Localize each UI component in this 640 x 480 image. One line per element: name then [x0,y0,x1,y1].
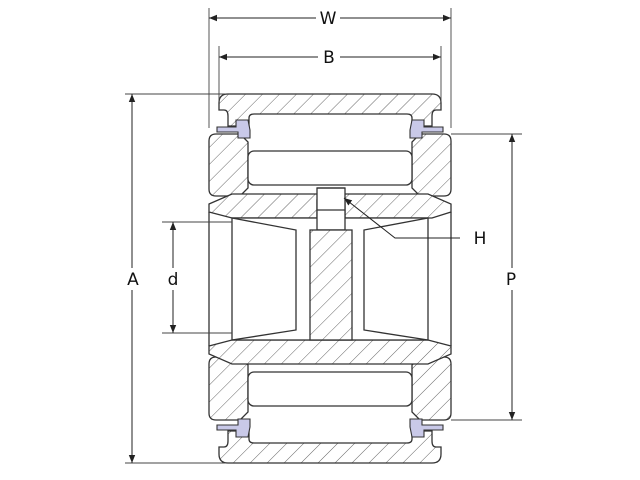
roller-top [247,150,413,186]
seal-bottom-left [216,418,251,438]
inner-ring-bottom [208,339,452,365]
outer-ring-top [218,93,442,127]
label-p: P [506,270,516,290]
bore-taper-right [363,217,429,341]
bore-taper-left [231,217,297,341]
roller-bottom [247,371,413,407]
side-ring-top-right [411,133,452,197]
seal-top-left [216,119,251,139]
side-ring-bottom-left [208,356,249,421]
label-w: W [320,9,337,29]
seal-top-right [409,119,444,139]
side-ring-top-left [208,133,249,197]
lube-hole [316,187,346,231]
leader-line-h [343,197,460,239]
side-ring-bottom-right [411,356,452,421]
outer-ring-bottom [218,430,442,464]
seal-bottom-right [409,418,444,438]
label-b: B [323,48,335,68]
label-a: A [127,270,139,290]
lube-hole-ends [317,187,345,211]
label-d: d [168,270,179,290]
label-h: H [474,229,487,249]
center-web [309,229,353,341]
